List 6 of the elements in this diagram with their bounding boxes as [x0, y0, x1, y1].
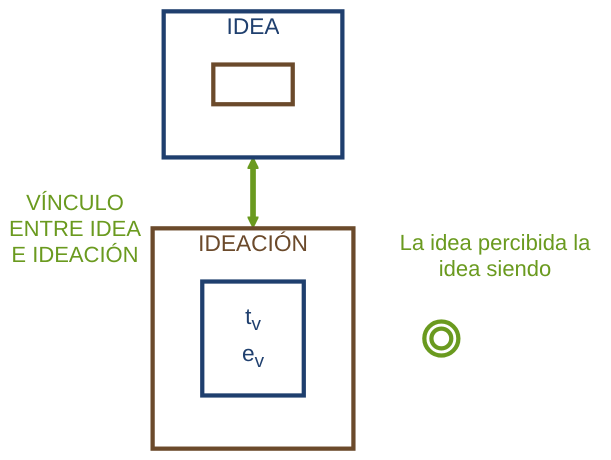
annotation-text: VÍNCULO ENTRE IDEA E IDEACIÓN	[8, 190, 142, 268]
annotation-text: La idea percibida la idea siendo	[398, 230, 592, 282]
node-box: t$_{v}$ e$_{v}$	[200, 279, 306, 398]
cluster: IDEA	[162, 9, 344, 160]
node-circle	[422, 319, 460, 358]
node-box	[211, 62, 295, 106]
